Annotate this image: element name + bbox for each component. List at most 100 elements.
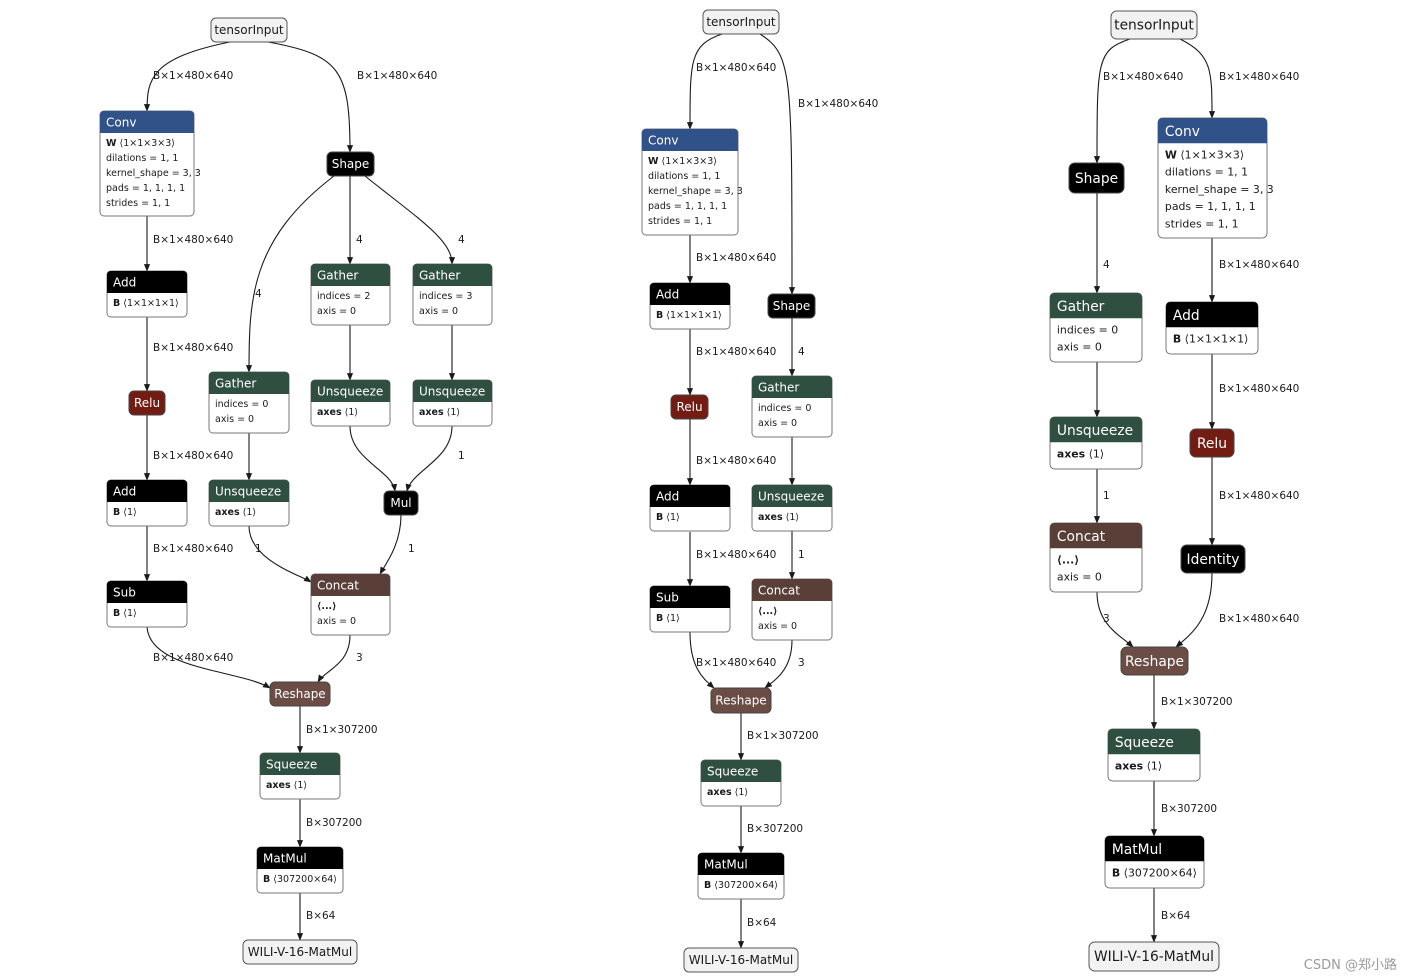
op-node-label: Sub [113,586,136,600]
node-attribute: axis = 0 [317,616,356,627]
op-node-header [752,579,832,601]
op-node-label: Shape [1075,171,1118,187]
node-attribute: pads = 1, 1, 1, 1 [106,183,185,194]
node-relu[interactable]: Relu [670,394,709,420]
node-attribute: axes ⟨1⟩ [758,512,799,523]
node-tensorinput[interactable]: tensorInput [210,17,288,43]
node-unsqueeze[interactable]: Unsqueeze axes ⟨1⟩ [751,484,833,532]
edge-label: B×1×480×640 [696,549,776,561]
op-node-header [698,853,784,875]
edge-label: B×307200 [306,817,362,829]
node-mul[interactable]: Mul [383,490,419,516]
edge-label: 1 [408,543,415,555]
edge-label: 1 [798,549,805,561]
edge-label: 3 [1103,613,1110,625]
edge-label: B×1×480×640 [357,70,437,82]
node-attribute: axes ⟨1⟩ [707,787,748,798]
edge-label: B×1×480×640 [1103,71,1183,83]
op-node-label: Unsqueeze [758,490,824,504]
node-shape[interactable]: Shape [767,293,816,319]
node-attribute: B ⟨1×1×1×1⟩ [1173,332,1248,345]
io-node-box [702,9,780,35]
op-node-header [311,574,390,596]
node-identity[interactable]: Identity [1180,544,1246,574]
node-reshape[interactable]: Reshape [269,681,331,707]
edge [364,175,456,265]
io-node-label: WILI-V-16-MatMul [248,945,352,959]
op-node-header [1108,729,1200,755]
node-wili-v-16-matmul[interactable]: WILI-V-16-MatMul [242,939,358,965]
op-node-label: Unsqueeze [317,385,383,399]
node-wili-v-16-matmul[interactable]: WILI-V-16-MatMul [1088,941,1220,972]
node-tensorinput[interactable]: tensorInput [702,9,780,35]
op-node-header [1050,523,1142,549]
edge-label: 1 [255,543,262,555]
node-wili-v-16-matmul[interactable]: WILI-V-16-MatMul [683,947,799,973]
node-attribute: ⟨...⟩ [758,606,778,617]
node-attribute: axes ⟨1⟩ [266,780,307,791]
io-node-box [683,947,799,973]
op-node-header [107,581,187,603]
node-attribute: axes ⟨1⟩ [317,407,358,418]
node-attribute: axes ⟨1⟩ [215,507,256,518]
op-node-header [311,380,390,402]
op-node-label: MatMul [263,852,307,866]
edge-label: B×1×480×640 [696,62,776,74]
node-attribute: indices = 0 [1057,323,1118,336]
node-unsqueeze[interactable]: Unsqueeze axes ⟨1⟩ [310,379,391,427]
node-attribute: B ⟨1⟩ [656,512,680,523]
op-node-label: Shape [773,299,811,313]
node-relu[interactable]: Relu [128,390,166,416]
op-node-label: Reshape [274,687,325,701]
node-concat[interactable]: Concat ⟨...⟩axis = 0 [1049,522,1143,593]
io-node-box [1088,941,1220,972]
watermark: CSDN @郑小路 [1303,958,1397,973]
node-concat[interactable]: Concat ⟨...⟩axis = 0 [310,573,391,636]
node-concat[interactable]: Concat ⟨...⟩axis = 0 [751,578,833,641]
node-tensorinput[interactable]: tensorInput [1110,10,1198,40]
node-shape[interactable]: Shape [326,151,375,177]
node-reshape[interactable]: Reshape [710,687,772,714]
node-attribute: dilations = 1, 1 [648,171,720,182]
node-reshape[interactable]: Reshape [1120,646,1189,676]
op-node-label: MatMul [704,858,748,872]
node-attribute: indices = 0 [215,399,268,410]
node-shape[interactable]: Shape [1068,162,1125,194]
op-node-label: Reshape [1125,654,1184,670]
io-node-label: tensorInput [214,23,284,37]
node-attribute: B ⟨307200×64⟩ [263,874,337,885]
edge [146,626,271,689]
node-attribute: indices = 3 [419,291,472,302]
node-relu[interactable]: Relu [1189,428,1235,458]
op-node-header [650,485,730,507]
op-node-label: Add [113,485,136,499]
op-node-label: Mul [390,496,411,510]
op-node-header [100,111,194,133]
edge-label: B×307200 [1161,803,1217,815]
node-matmul[interactable]: MatMul B ⟨307200×64⟩ [256,846,344,894]
edge [248,525,312,583]
